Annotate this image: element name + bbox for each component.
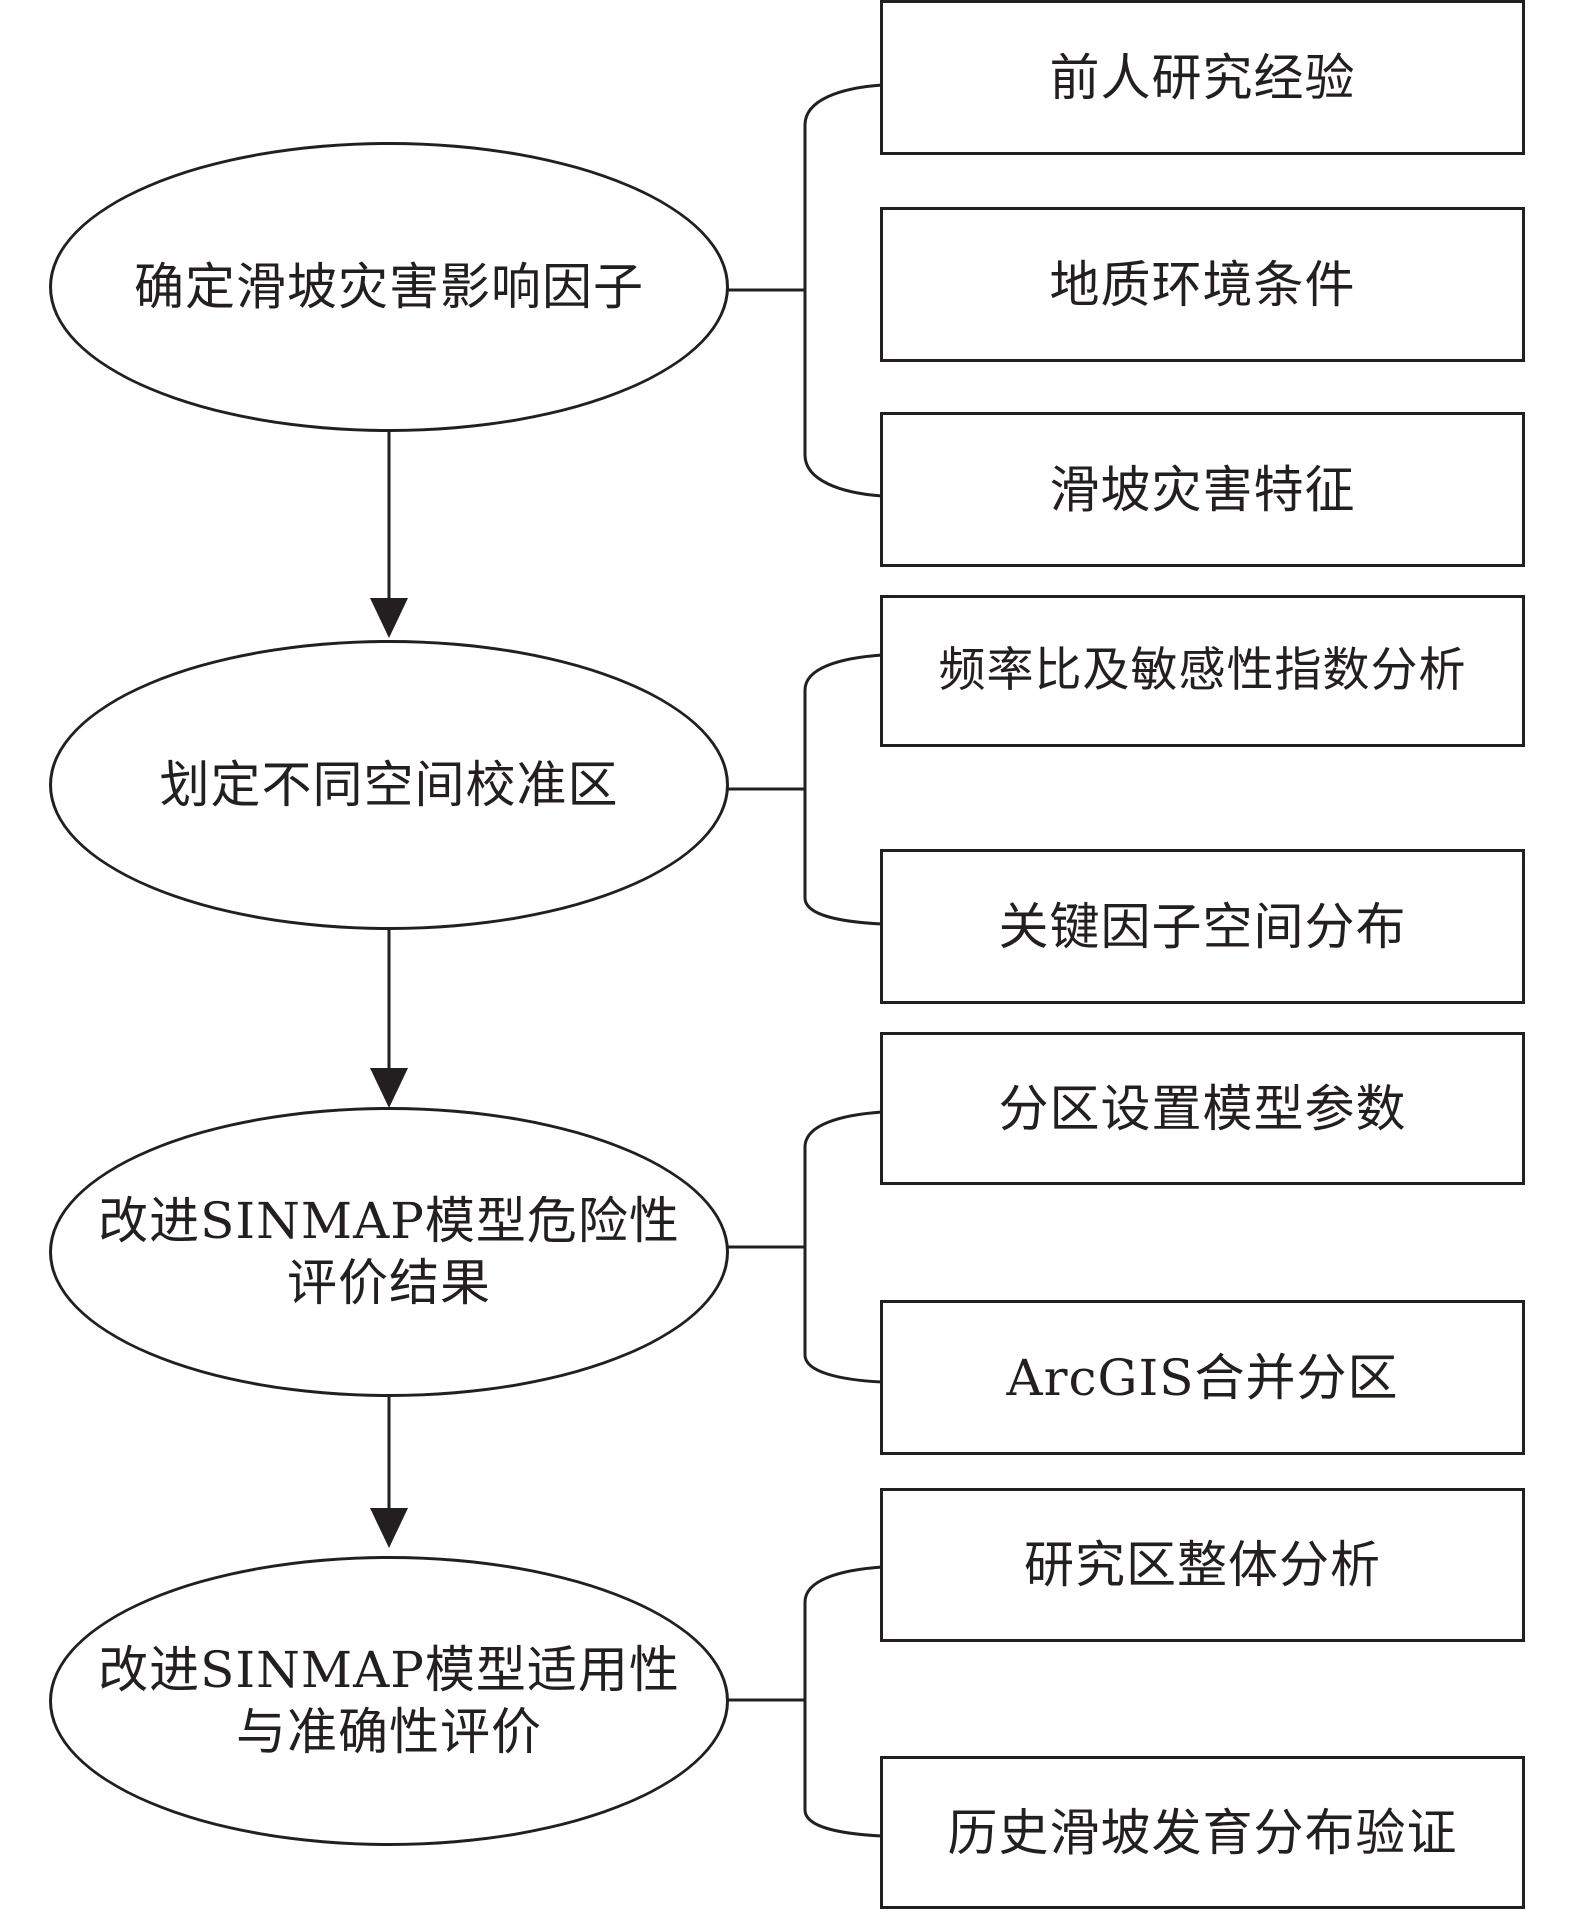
step-label-2: 划定不同空间校准区 [159,756,619,814]
step-ellipse-4: 改进SINMAP模型适用性 与准确性评价 [49,1556,729,1846]
step-ellipse-2: 划定不同空间校准区 [49,640,729,930]
detail-box-5: 关键因子空间分布 [880,849,1525,1004]
detail-label-8: 研究区整体分析 [1024,1536,1381,1594]
flow-arrows [370,430,408,1548]
brace-4 [803,1565,883,1838]
detail-label-1: 前人研究经验 [1049,48,1356,107]
step-ellipse-3: 改进SINMAP模型危险性 评价结果 [49,1107,729,1397]
detail-label-2: 地质环境条件 [1049,255,1356,314]
detail-label-5: 关键因子空间分布 [998,897,1407,956]
detail-box-8: 研究区整体分析 [880,1488,1525,1642]
detail-label-7: ArcGIS合并分区 [1006,1348,1399,1407]
step-label-4: 改进SINMAP模型适用性 与准确性评价 [98,1641,680,1761]
brace-3 [803,1110,883,1384]
detail-box-9: 历史滑坡发育分布验证 [880,1756,1525,1909]
arrowhead-step4 [370,1508,408,1548]
step-label-1: 确定滑坡灾害影响因子 [134,258,644,316]
detail-label-9: 历史滑坡发育分布验证 [947,1803,1458,1862]
brace-1 [803,83,883,498]
detail-label-3: 滑坡灾害特征 [1049,460,1356,519]
detail-box-4: 频率比及敏感性指数分析 [880,595,1525,747]
detail-box-3: 滑坡灾害特征 [880,412,1525,567]
step-label-3: 改进SINMAP模型危险性 评价结果 [98,1192,680,1312]
arrowhead-step3 [370,1068,408,1108]
arrowhead-step2 [370,598,408,638]
brace-connectors [727,83,883,1838]
detail-box-6: 分区设置模型参数 [880,1032,1525,1185]
brace-2 [803,653,883,926]
detail-label-4: 频率比及敏感性指数分析 [938,643,1467,698]
detail-label-6: 分区设置模型参数 [998,1079,1407,1138]
detail-box-2: 地质环境条件 [880,207,1525,362]
step-ellipse-1: 确定滑坡灾害影响因子 [49,142,729,432]
detail-box-7: ArcGIS合并分区 [880,1300,1525,1455]
detail-box-1: 前人研究经验 [880,0,1525,155]
